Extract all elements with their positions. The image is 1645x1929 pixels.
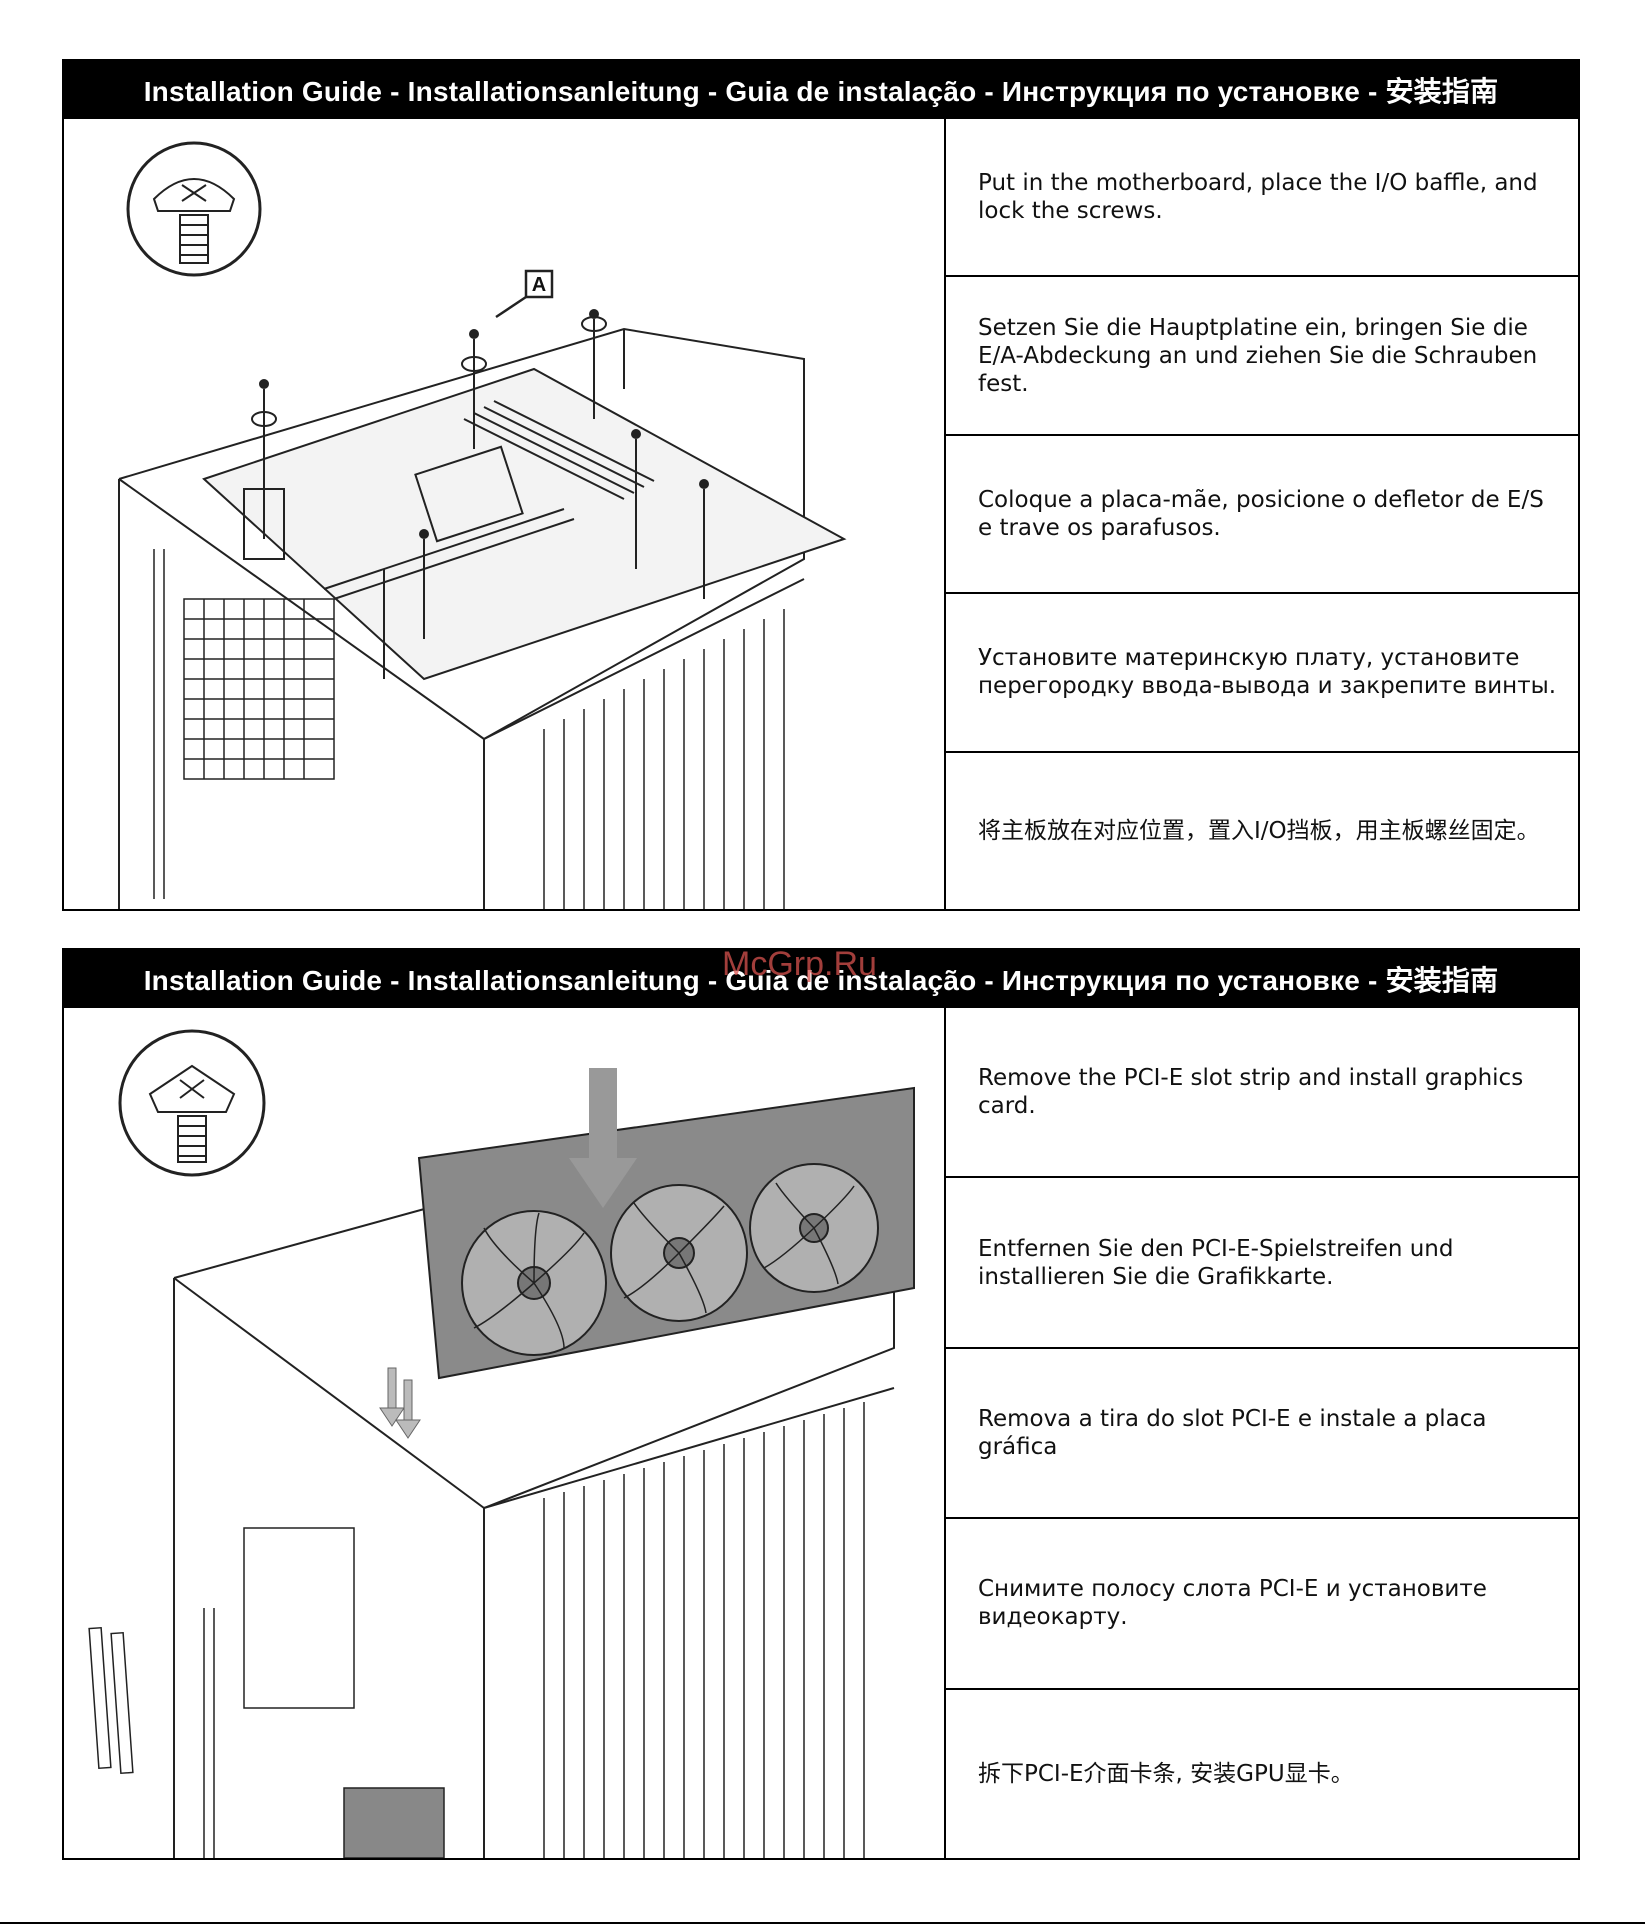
step-en: Put in the motherboard, place the I/O ba… — [946, 119, 1578, 278]
callout-a-label: A — [532, 274, 546, 296]
step-ru: Снимите полосу слота PCI-E и установите … — [946, 1519, 1578, 1690]
step-list: Remove the PCI-E slot strip and install … — [946, 1008, 1578, 1858]
panel-header: Installation Guide - Installationsanleit… — [64, 950, 1578, 1008]
step-de: Entfernen Sie den PCI-E-Spielstreifen un… — [946, 1178, 1578, 1349]
screw-magnifier-icon — [126, 141, 262, 277]
step-pt: Coloque a placa-mãe, posicione o defleto… — [946, 436, 1578, 595]
step-de: Setzen Sie die Hauptplatine ein, bringen… — [946, 277, 1578, 436]
panel-header: Installation Guide - Installationsanleit… — [64, 61, 1578, 119]
graphics-card-install-drawing — [88, 1029, 915, 1858]
install-panel-graphics-card: Installation Guide - Installationsanleit… — [62, 948, 1580, 1860]
step-list: Put in the motherboard, place the I/O ba… — [946, 119, 1578, 909]
page-bottom-rule — [0, 1922, 1645, 1924]
step-en: Remove the PCI-E slot strip and install … — [946, 1008, 1578, 1179]
install-panel-motherboard: Installation Guide - Installationsanleit… — [62, 59, 1580, 911]
watermark: McGrp.Ru — [722, 945, 877, 983]
step-pt: Remova a tira do slot PCI-E e instale a … — [946, 1349, 1578, 1520]
step-zh: 将主板放在对应位置，置入I/O挡板，用主板螺丝固定。 — [978, 817, 1540, 844]
graphics-card-illustration — [64, 1008, 946, 1858]
screw-magnifier-icon — [118, 1029, 266, 1177]
motherboard-illustration: A — [64, 119, 946, 909]
step-ru: Установите материнскую плату, установите… — [946, 594, 1578, 753]
step-zh: 拆下PCI-E介面卡条, 安装GPU显卡。 — [978, 1760, 1354, 1787]
install-arrow-icon — [569, 1068, 637, 1208]
callout-a-box — [524, 269, 554, 299]
motherboard-install-drawing: A — [118, 141, 847, 909]
